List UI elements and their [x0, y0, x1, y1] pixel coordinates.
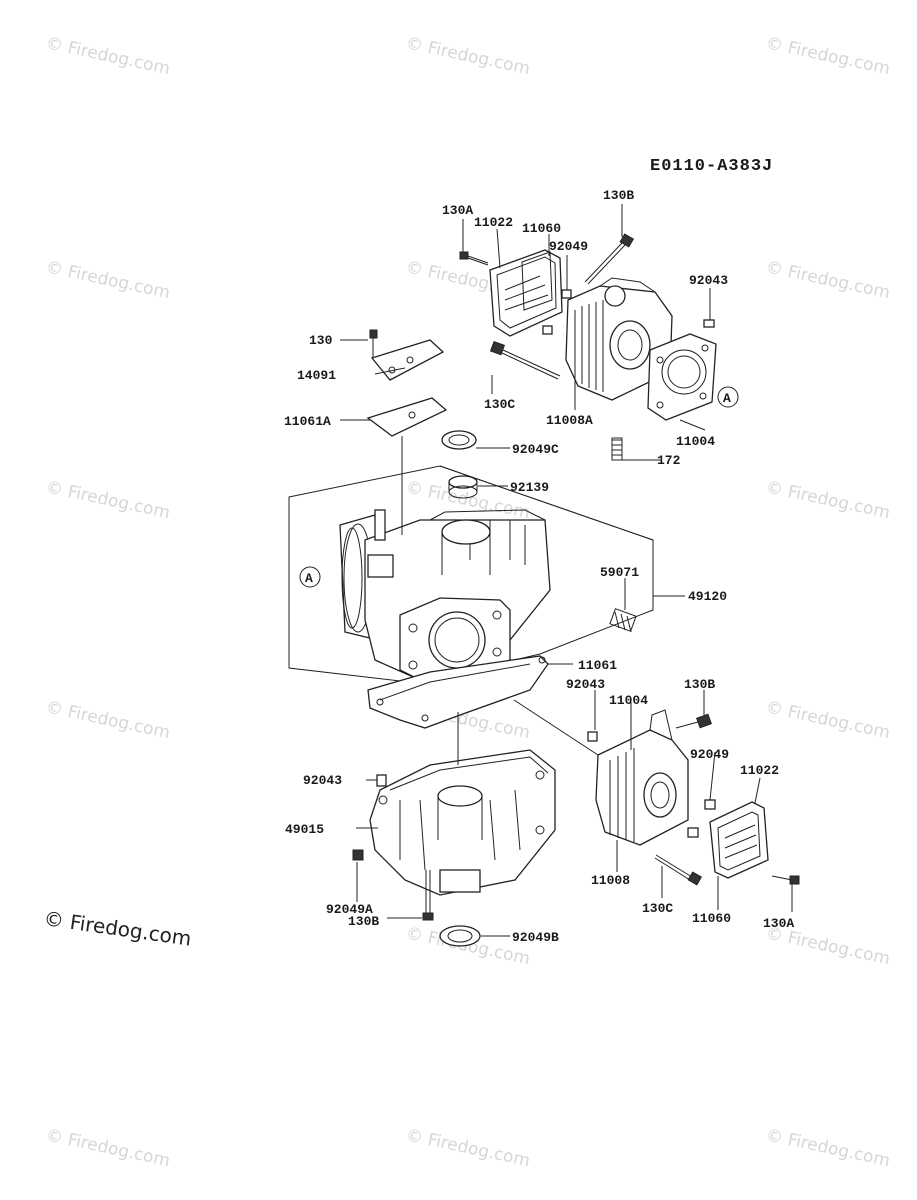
label-11061: 11061: [578, 658, 617, 673]
nut-92049-lower: [542, 325, 553, 335]
copyright-text: © Firedog.com: [42, 906, 193, 950]
label-130b-bottom: 130B: [348, 914, 379, 929]
label-14091: 14091: [297, 368, 336, 383]
bolt-130c-top: [489, 340, 561, 380]
label-130b-mid: 130B: [684, 677, 715, 692]
bolt-130a-top: [459, 251, 489, 266]
label-11008a: 11008A: [546, 413, 593, 428]
oil-seal-92049b: [439, 925, 481, 947]
label-172: 172: [657, 453, 681, 468]
oil-seal-92049c: [441, 430, 477, 450]
label-92049a: 92049A: [326, 902, 373, 917]
label-49015: 49015: [285, 822, 324, 837]
crankcase-49120: A: [288, 465, 654, 684]
watermark: © Firedog.com: [44, 257, 172, 303]
watermark: © Firedog.com: [44, 477, 172, 523]
spring-59071: [609, 608, 637, 633]
label-130b: 130B: [603, 188, 634, 203]
label-49120: 49120: [688, 589, 727, 604]
label-92043-mid: 92043: [566, 677, 605, 692]
label-11004: 11004: [676, 434, 715, 449]
bolt-130b-bottom: [422, 870, 434, 921]
label-11060: 11060: [522, 221, 561, 236]
label-11022: 11022: [474, 215, 513, 230]
rocker-cover-top: [489, 249, 563, 337]
rocker-cover-bottom: [709, 801, 769, 879]
label-92049: 92049: [549, 239, 588, 254]
label-11061a: 11061A: [284, 414, 331, 429]
label-130a-bottom: 130A: [763, 916, 794, 931]
plug-92049a: [352, 849, 364, 861]
diagram-code: E0110-A383J: [650, 157, 773, 176]
label-11022-bottom: 11022: [740, 763, 779, 778]
oil-pan-49015: [369, 749, 556, 896]
watermark: © Firedog.com: [764, 697, 892, 743]
nut-92049-mid2: [687, 827, 699, 838]
svg-text:A: A: [723, 391, 731, 406]
watermark: © Firedog.com: [404, 1125, 532, 1171]
gasket-11060-top: [521, 251, 553, 311]
callout-a-top: A: [717, 386, 739, 408]
head-gasket-11004-top: [647, 333, 717, 421]
bolt-130b-top: [584, 233, 635, 285]
watermark: © Firedog.com: [764, 33, 892, 79]
watermark: © Firedog.com: [404, 33, 532, 79]
label-11060-bottom: 11060: [692, 911, 731, 926]
label-92049-mid: 92049: [690, 747, 729, 762]
label-130: 130: [309, 333, 333, 348]
svg-text:A: A: [305, 571, 313, 586]
part-labels: 130A 11022 11060 130B 92049 92043 130 14…: [284, 188, 794, 945]
nut-92049-top: [561, 289, 572, 299]
watermark: © Firedog.com: [44, 697, 172, 743]
dowel-92043-mid: [587, 731, 598, 742]
label-130c-bottom: 130C: [642, 901, 673, 916]
label-130c: 130C: [484, 397, 515, 412]
head-assembly-bottom: [587, 709, 800, 886]
watermark: © Firedog.com: [764, 257, 892, 303]
bushing-92139: [448, 475, 478, 499]
cylinder-head-11008: [595, 709, 689, 846]
bolt-130b-mid: [675, 713, 712, 729]
label-11004-mid: 11004: [609, 693, 648, 708]
watermark: © Firedog.com: [764, 1125, 892, 1171]
label-92043: 92043: [689, 273, 728, 288]
leader-lines: [340, 204, 793, 937]
spring-172: [611, 437, 623, 461]
label-11008: 11008: [591, 873, 630, 888]
bolt-130c-bottom: [654, 854, 703, 886]
dowel-92043-left: [376, 774, 387, 787]
watermark: © Firedog.com: [764, 477, 892, 523]
bolt-130a-bottom: [771, 875, 800, 885]
label-92139: 92139: [510, 480, 549, 495]
head-assembly-top: A: [459, 233, 739, 461]
nut-92049-mid: [704, 799, 716, 810]
label-92049c: 92049C: [512, 442, 559, 457]
gasket-11061: [367, 655, 549, 729]
label-92043-left: 92043: [303, 773, 342, 788]
watermark: © Firedog.com: [44, 1125, 172, 1171]
dowel-92043-top: [703, 319, 715, 328]
breather-gasket-11061a: [366, 397, 448, 437]
label-59071: 59071: [600, 565, 639, 580]
label-92049b: 92049B: [512, 930, 559, 945]
callout-a-crankcase: A: [299, 566, 321, 588]
watermark: © Firedog.com: [44, 33, 172, 79]
label-130a: 130A: [442, 203, 473, 218]
